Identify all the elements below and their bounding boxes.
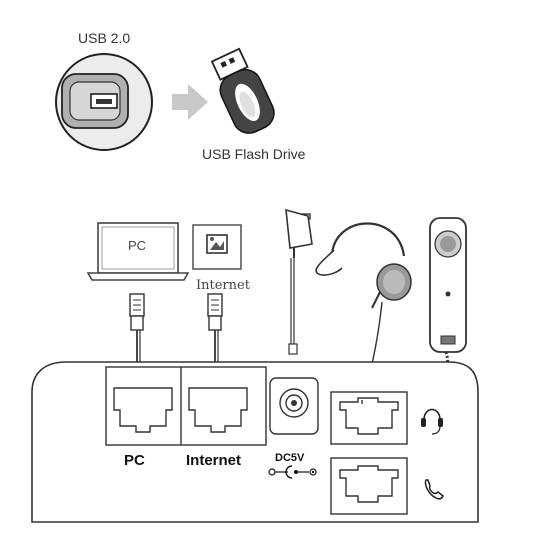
internet-caption: Internet (196, 278, 250, 293)
handset-port (330, 457, 408, 515)
headset-icon (315, 222, 412, 401)
power-port (269, 377, 319, 435)
power-adapter-icon (285, 208, 313, 355)
headset-symbol-icon (421, 408, 443, 435)
usb-port-icon (55, 53, 153, 151)
laptop-icon (86, 222, 190, 281)
ethernet-plug-icon (129, 293, 223, 362)
internet-port (188, 387, 248, 433)
usb-flash-drive-icon (210, 47, 275, 134)
usb-drive-label: USB Flash Drive (202, 146, 306, 162)
laptop-screen-label: PC (128, 238, 147, 253)
power-polarity-symbol (268, 465, 317, 479)
headset-port (330, 391, 408, 445)
arrow-right-icon (172, 84, 208, 120)
usb-port-label: USB 2.0 (78, 30, 131, 46)
internet-icon (192, 224, 242, 270)
internet-port-label: Internet (186, 452, 242, 469)
power-port-label: DC5V (275, 452, 305, 464)
handset-icon (391, 217, 467, 474)
handset-symbol-icon (424, 479, 444, 500)
pc-port (113, 387, 173, 433)
pc-port-label: PC (124, 452, 145, 469)
